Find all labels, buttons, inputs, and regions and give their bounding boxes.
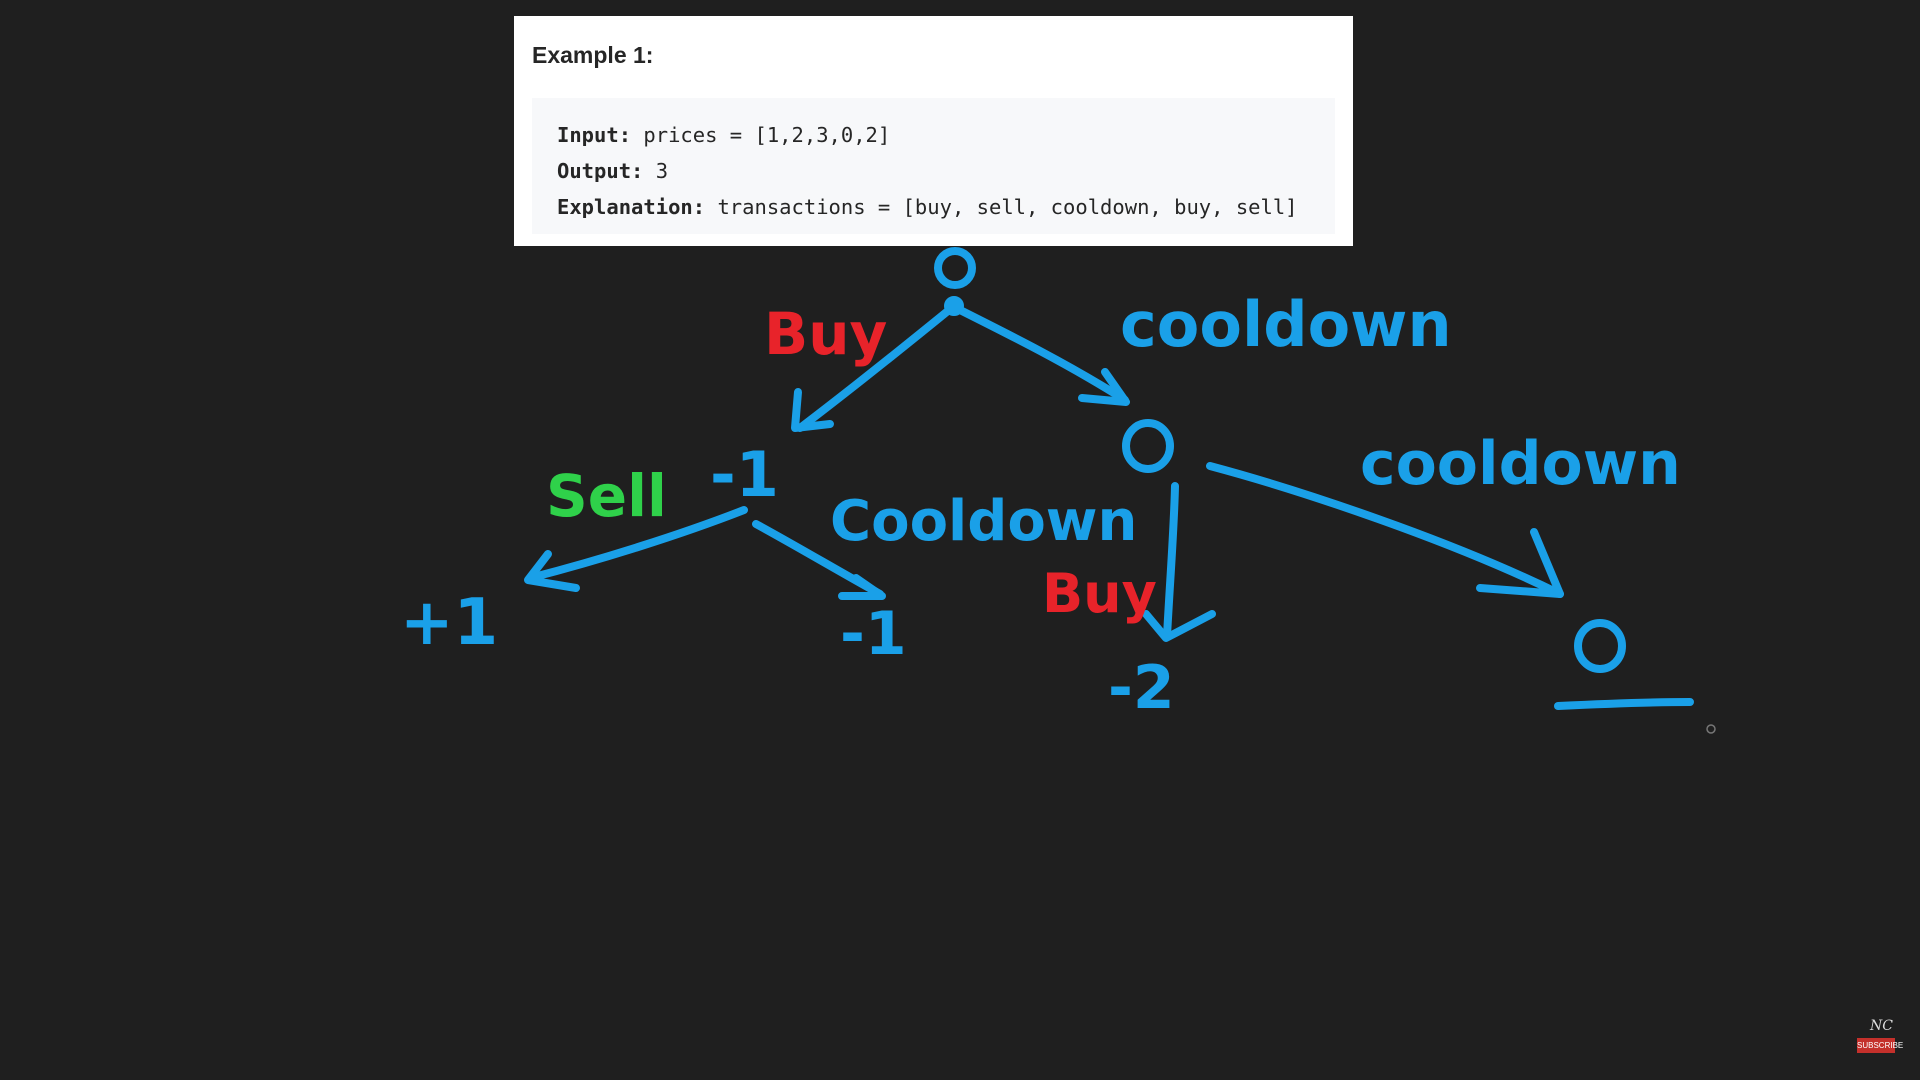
- arrowhead-sell: [524, 550, 580, 592]
- leaf-buy-value: -2: [1108, 653, 1175, 723]
- buy-label-lower: Buy: [1042, 562, 1157, 625]
- edge-sell: [526, 506, 748, 582]
- arrowhead-root-cooldown: [1078, 368, 1130, 406]
- edge-root-buy: [796, 302, 958, 432]
- leaf-sell-value: +1: [400, 586, 498, 660]
- explanation-label: Explanation:: [557, 195, 706, 219]
- arrowhead-buy-lower: [1142, 610, 1216, 642]
- edge-cooldown-right: [1206, 462, 1564, 598]
- root-node-circle: [934, 247, 976, 289]
- right-node-circle: [1122, 419, 1174, 473]
- channel-watermark[interactable]: NC SUBSCRIBE: [1857, 1018, 1903, 1056]
- input-line: Input: prices = [1,2,3,0,2]: [557, 120, 1335, 156]
- cooldown-label-right: cooldown: [1360, 429, 1681, 499]
- root-dot: [944, 296, 964, 316]
- edge-root-cooldown: [952, 304, 1129, 404]
- explanation-value: transactions = [buy, sell, cooldown, buy…: [705, 195, 1298, 219]
- output-value: 3: [643, 159, 669, 183]
- subscribe-button[interactable]: SUBSCRIBE: [1857, 1038, 1903, 1053]
- channel-logo: NC: [1870, 1018, 1893, 1034]
- output-label: Output:: [557, 159, 644, 183]
- example-code-block: Input: prices = [1,2,3,0,2] Output: 3 Ex…: [532, 98, 1335, 234]
- example-title: Example 1:: [532, 42, 654, 68]
- final-node-circle: [1574, 619, 1626, 673]
- pen-cursor-icon: [1706, 724, 1716, 734]
- cooldown-label-mid: Cooldown: [830, 489, 1137, 554]
- edge-buy-lower: [1163, 482, 1179, 640]
- input-value: prices = [1,2,3,0,2]: [631, 123, 891, 147]
- sell-label: Sell: [546, 462, 667, 530]
- arrowhead-cooldown-right: [1476, 528, 1564, 598]
- output-line: Output: 3: [557, 156, 1335, 192]
- input-label: Input:: [557, 123, 632, 147]
- explanation-line: Explanation: transactions = [buy, sell, …: [557, 192, 1335, 228]
- leaf-cooldown-value: -1: [840, 599, 907, 669]
- buy-label: Buy: [764, 300, 887, 368]
- arrowhead-root-buy: [791, 388, 834, 432]
- left-node-value: -1: [710, 438, 779, 511]
- cooldown-label-top: cooldown: [1120, 288, 1452, 361]
- arrowhead-cooldown-mid: [838, 574, 886, 600]
- example-card: Example 1: Input: prices = [1,2,3,0,2] O…: [514, 16, 1353, 246]
- final-underline: [1554, 698, 1694, 710]
